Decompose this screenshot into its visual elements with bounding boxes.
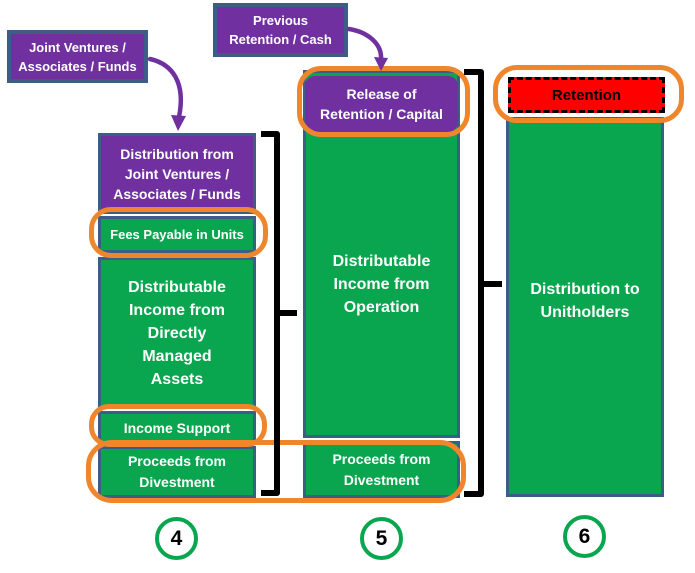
bracket-col4-icon bbox=[261, 131, 297, 496]
col4-proceeds-from-divestment: Proceeds from Divestment bbox=[98, 446, 256, 498]
bracket-col5-icon bbox=[464, 69, 502, 497]
col4-fees-payable-in-units: Fees Payable in Units bbox=[98, 216, 256, 253]
col5-proceeds-from-divestment: Proceeds from Divestment bbox=[303, 441, 460, 498]
col4-header-distribution-from-jv: Distribution from Joint Ventures / Assoc… bbox=[98, 133, 256, 214]
col5-body-distributable-income-operation: Distributable Income from Operation bbox=[332, 253, 431, 316]
col4-body-distributable-income: Distributable Income from Directly Manag… bbox=[98, 257, 256, 409]
callout-joint-ventures: Joint Ventures / Associates / Funds bbox=[7, 30, 148, 83]
col6-body-distribution-to-unitholders: Distribution to Unitholders bbox=[506, 117, 664, 497]
col6-retention-box: Retention bbox=[508, 77, 665, 113]
col4-income-support: Income Support bbox=[98, 411, 256, 444]
jv-arrow-icon bbox=[147, 56, 186, 131]
callout-previous-retention: Previous Retention / Cash bbox=[213, 3, 348, 57]
step-circle-4: 4 bbox=[155, 517, 198, 560]
step-circle-6: 6 bbox=[563, 515, 606, 558]
step-circle-5: 5 bbox=[360, 517, 403, 560]
col5-header-release-of-retention: Release of Retention / Capital bbox=[305, 76, 458, 132]
previous-retention-arrow-icon bbox=[346, 26, 388, 71]
